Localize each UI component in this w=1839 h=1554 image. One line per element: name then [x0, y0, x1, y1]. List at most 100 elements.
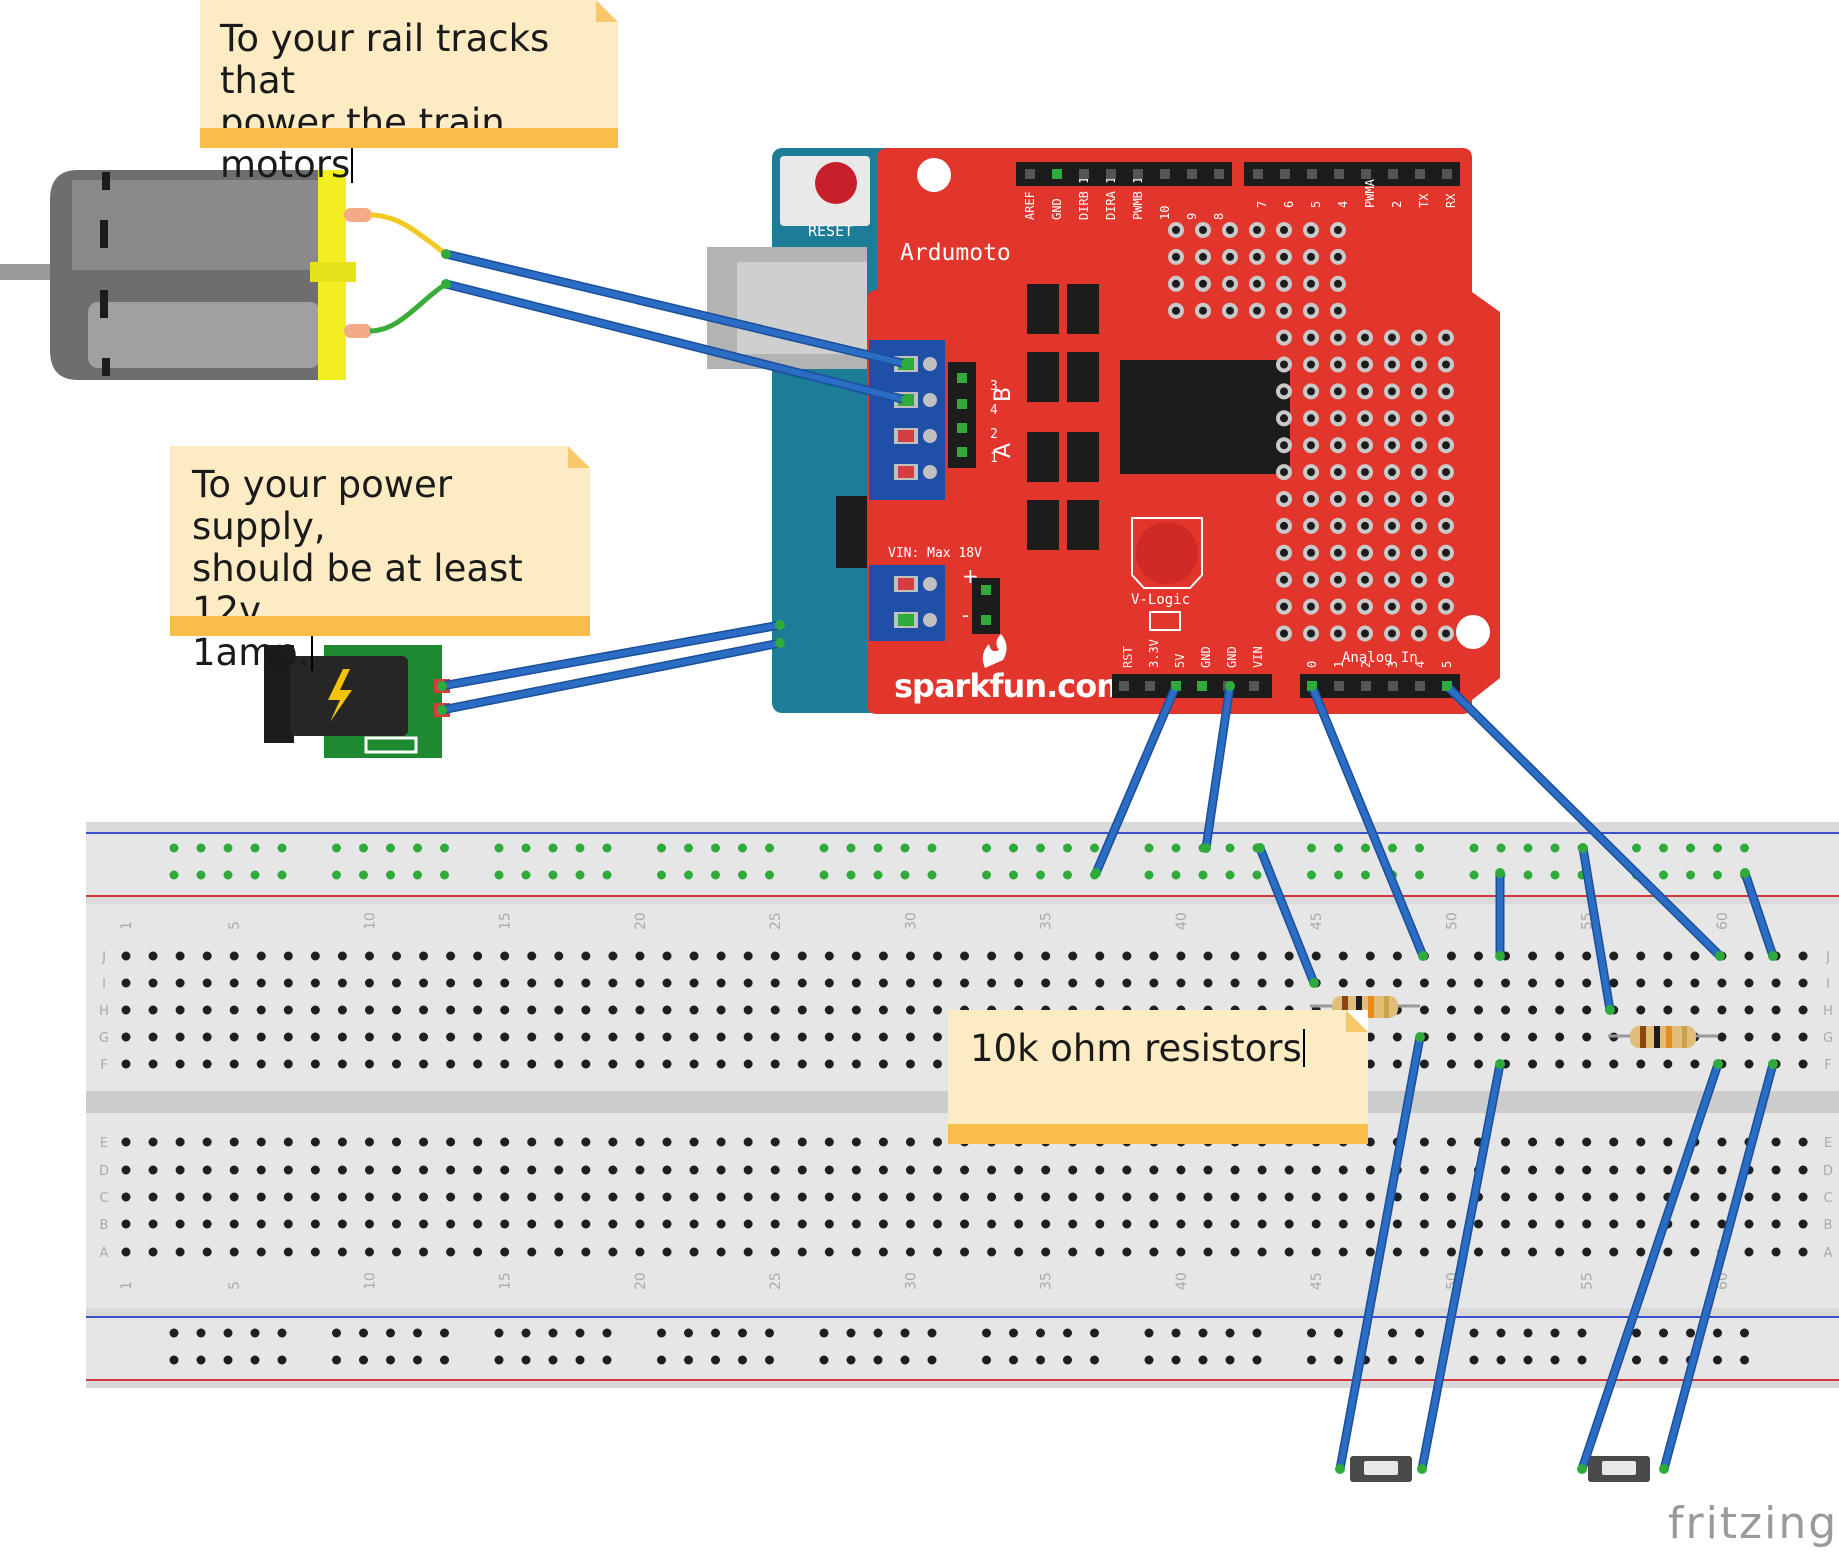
- wire-end: [1335, 1464, 1345, 1474]
- header-pin-label: 3.3V: [1147, 639, 1161, 668]
- motor-shaft: [0, 264, 52, 280]
- wire-end: [1417, 1464, 1427, 1474]
- wire-end: [775, 638, 785, 648]
- column-number: 35: [1039, 912, 1055, 930]
- row-letter: C: [1823, 1191, 1832, 1206]
- header-pin-label: 6: [1282, 201, 1296, 208]
- row-letter: G: [99, 1031, 109, 1046]
- column-number: 45: [1309, 1272, 1325, 1290]
- row-letter: D: [99, 1164, 109, 1179]
- sparkfun-flame-icon: [982, 634, 1007, 668]
- note-power-supply[interactable]: To your power supply, should be at least…: [170, 446, 590, 674]
- pushbutton-2: [1588, 1456, 1650, 1482]
- wire-end: [1659, 1464, 1669, 1474]
- mount-hole: [917, 158, 951, 192]
- v-logic-label: V-Logic: [1131, 592, 1190, 608]
- column-number: 60: [1715, 912, 1731, 930]
- note-rail-tracks[interactable]: To your rail tracks that power the train…: [200, 0, 618, 186]
- wire-end: [1091, 868, 1101, 878]
- fritzing-watermark: fritzing: [1668, 1498, 1838, 1549]
- wire-end: [1415, 1032, 1425, 1042]
- header-pin-label: 5: [1440, 661, 1454, 668]
- column-number: 35: [1039, 1272, 1055, 1290]
- jumper-wire-core: [439, 640, 783, 713]
- power-header: [1112, 674, 1272, 698]
- header-pin-label: 5V: [1173, 654, 1187, 668]
- jumper-wire-core: [1203, 683, 1233, 851]
- row-letter: A: [1824, 1246, 1833, 1261]
- row-letter: I: [1826, 977, 1830, 992]
- column-number: 20: [633, 1272, 649, 1290]
- breadboard-holes: [121, 843, 1808, 1365]
- jumper-wire-core: [443, 281, 909, 403]
- bottom-power-rail: [86, 1316, 1839, 1380]
- jumper-wire-core: [1661, 1061, 1776, 1472]
- jumper-wire-core: [1337, 1034, 1423, 1472]
- breadboard-labels: 1155101015152020252530303535404045455050…: [99, 912, 1833, 1290]
- wire-end: [1713, 1059, 1723, 1069]
- top-header-left: [1016, 162, 1232, 186]
- row-letter: G: [1823, 1031, 1833, 1046]
- wire-end: [1442, 681, 1452, 691]
- wire-end: [775, 620, 785, 630]
- wire-end: [1225, 681, 1235, 691]
- header-pin-label: 7: [1255, 201, 1269, 208]
- column-number: 1: [119, 1281, 135, 1290]
- column-number: 30: [903, 1272, 919, 1290]
- motor-driver-chip: [1120, 360, 1290, 474]
- wire-end: [1201, 843, 1211, 853]
- analog-header: [1300, 674, 1460, 698]
- wire-end: [1418, 951, 1428, 961]
- row-letter: F: [100, 1058, 107, 1073]
- header-pin-label: AREF: [1023, 191, 1037, 220]
- wire-end: [1255, 843, 1265, 853]
- motor-a-label: A: [991, 443, 1016, 458]
- motor-b-label: B: [991, 387, 1016, 402]
- top-power-rail: [86, 832, 1839, 896]
- header-pin-label: RST: [1121, 646, 1135, 668]
- header-pin-label: 10: [1158, 206, 1172, 220]
- wire-end: [1715, 951, 1725, 961]
- shield-title: Ardumoto: [900, 240, 1011, 266]
- v-logic-outline: [1131, 517, 1203, 589]
- top-header-right: [1244, 162, 1460, 186]
- terminal-number: 1: [990, 451, 998, 466]
- vin-max-label: VIN: Max 18V: [888, 546, 982, 561]
- mount-hole: [1456, 615, 1490, 649]
- sparkfun-logo: sparkfun.com: [894, 667, 1129, 705]
- jumper-wire-core: [1580, 845, 1613, 1013]
- header-pin-label: 2: [1390, 201, 1404, 208]
- lightning-icon: [328, 669, 352, 722]
- wire-end: [1577, 1464, 1587, 1474]
- dc-motor: [0, 170, 448, 380]
- motor-lead-green: [369, 281, 448, 334]
- row-letter: H: [1823, 1004, 1833, 1019]
- reset-button[interactable]: [815, 162, 857, 204]
- wire-end: [1768, 951, 1778, 961]
- note-resistors[interactable]: 10k ohm resistors: [948, 1010, 1368, 1144]
- wire-end: [1307, 681, 1317, 691]
- note-power-supply-text: To your power supply, should be at least…: [192, 463, 523, 674]
- column-number: 1: [119, 921, 135, 930]
- wires: [437, 249, 1778, 1474]
- jumper-wire-core: [1444, 683, 1723, 959]
- header-pin-label: PWMB 11: [1131, 169, 1145, 220]
- jumper-wire-core: [1579, 1061, 1721, 1472]
- wire-end: [437, 681, 447, 691]
- wire-end: [1578, 843, 1588, 853]
- header-pin-label: TX: [1417, 193, 1431, 208]
- dc-barrel-jack: [264, 645, 450, 758]
- prototyping-area: [1168, 222, 1454, 642]
- header-pin-label: 0: [1305, 661, 1319, 668]
- row-letter: B: [100, 1218, 109, 1233]
- header-pin-label: GND: [1199, 646, 1213, 668]
- analog-in-label: Analog In: [1342, 650, 1418, 666]
- column-number: 50: [1444, 912, 1460, 930]
- column-number: 25: [768, 1272, 784, 1290]
- row-letter: D: [1823, 1164, 1833, 1179]
- wire-end: [1495, 1059, 1505, 1069]
- column-number: 25: [768, 912, 784, 930]
- row-letter: A: [100, 1246, 109, 1261]
- header-pin-label: RX: [1444, 193, 1458, 208]
